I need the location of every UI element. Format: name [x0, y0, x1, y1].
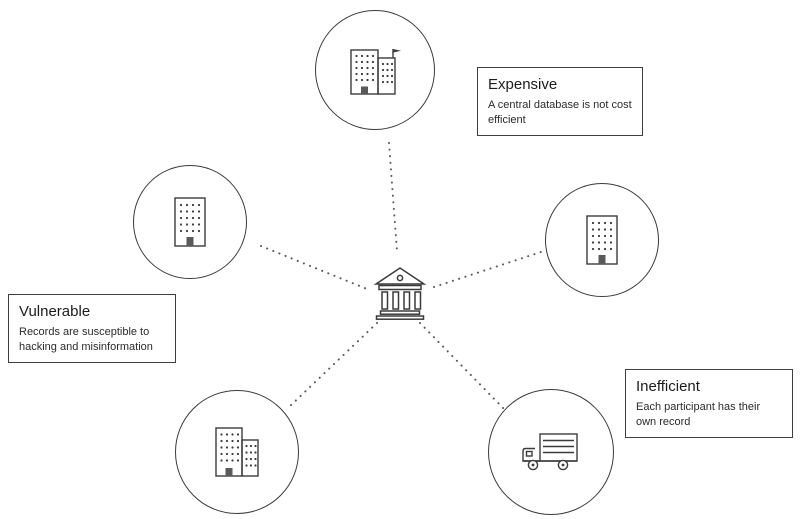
connector-top [388, 142, 398, 252]
participant-node-right [545, 183, 659, 297]
building-icon [174, 197, 206, 247]
callout-inefficient: Inefficient Each participant has their o… [625, 369, 793, 438]
connector-bottom-right [419, 322, 507, 412]
callout-vulnerable-description: Records are susceptible to hacking and m… [19, 326, 153, 353]
callout-inefficient-description: Each participant has their own record [636, 401, 761, 428]
city-buildings-icon [350, 49, 401, 95]
bank-icon [373, 267, 427, 320]
callout-expensive-description: A central database is not cost efficient [488, 99, 632, 126]
callout-expensive: Expensive A central database is not cost… [477, 67, 643, 136]
callout-vulnerable-title: Vulnerable [19, 303, 91, 320]
building-icon [586, 215, 618, 265]
truck-icon [522, 433, 578, 471]
participant-node-top [315, 10, 435, 130]
central-database-node [371, 261, 429, 323]
connector-bottom-left [288, 322, 378, 408]
callout-vulnerable: Vulnerable Records are susceptible to ha… [8, 294, 176, 363]
participant-node-left [133, 165, 247, 279]
callout-inefficient-title: Inefficient [636, 378, 700, 395]
connector-right [433, 251, 542, 288]
connector-left [260, 245, 368, 290]
callout-expensive-title: Expensive [488, 76, 558, 93]
participant-node-bottom-left [175, 390, 299, 514]
city-buildings-icon [215, 427, 259, 477]
participant-node-bottom-right [488, 389, 614, 515]
